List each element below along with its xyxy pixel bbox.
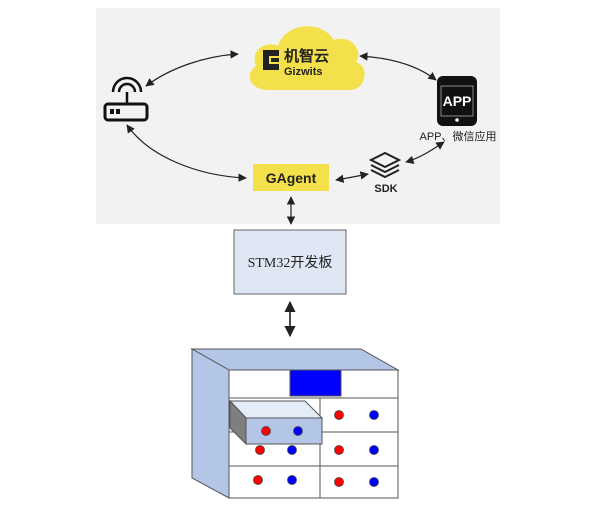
drawer-dot-red (334, 445, 344, 455)
cabinet-side (191, 348, 230, 499)
cloud-shape (249, 26, 365, 90)
gagent-node: GAgent (253, 164, 329, 191)
stm32-board: STM32开发板 (233, 229, 347, 295)
board-label: STM32开发板 (248, 255, 333, 271)
drawer-dot-red (255, 445, 265, 455)
app-node: APP APP、微信应用 (419, 76, 497, 143)
app-badge: APP (443, 93, 472, 109)
arrow-cloud-app (359, 52, 437, 81)
drawer-dot-red (253, 475, 263, 485)
sdk-label: SDK (374, 183, 397, 195)
drawer-dot-blue (369, 410, 379, 420)
drawer-dot-red (261, 426, 271, 436)
open-drawer (228, 399, 324, 446)
gagent-label: GAgent (266, 170, 317, 186)
drawer-dot-blue (293, 426, 303, 436)
layers-icon (368, 151, 402, 179)
router-icon (103, 76, 149, 122)
gizwits-cloud: 机智云 Gizwits (249, 26, 365, 90)
gagent-box (253, 164, 329, 191)
drawer-front (245, 417, 323, 445)
sdk-node: SDK (368, 151, 402, 195)
drawer-dot-blue (287, 475, 297, 485)
drawer-dot-blue (287, 445, 297, 455)
smartphone-icon (437, 76, 477, 126)
app-label: APP、微信应用 (419, 129, 496, 143)
drawer-dot-red (334, 477, 344, 487)
drawer-dot-blue (369, 477, 379, 487)
cloud-brand-en: Gizwits (284, 66, 323, 78)
arrow-gagent-sdk (335, 171, 369, 183)
arrow-sdk-app (405, 141, 445, 164)
arrow-router-gagent (126, 124, 247, 182)
drawer-dot-blue (369, 445, 379, 455)
router (103, 76, 149, 122)
drawer-dot-red (334, 410, 344, 420)
drawer-dots (253, 410, 379, 487)
connection-arrows (126, 50, 445, 225)
cabinet-display (289, 369, 342, 397)
cloud-brand-cn: 机智云 (284, 47, 329, 65)
arrow-router-cloud (145, 50, 239, 87)
gizwits-logo-icon (263, 50, 279, 70)
storage-cabinet (190, 348, 400, 499)
board-box (233, 229, 347, 295)
